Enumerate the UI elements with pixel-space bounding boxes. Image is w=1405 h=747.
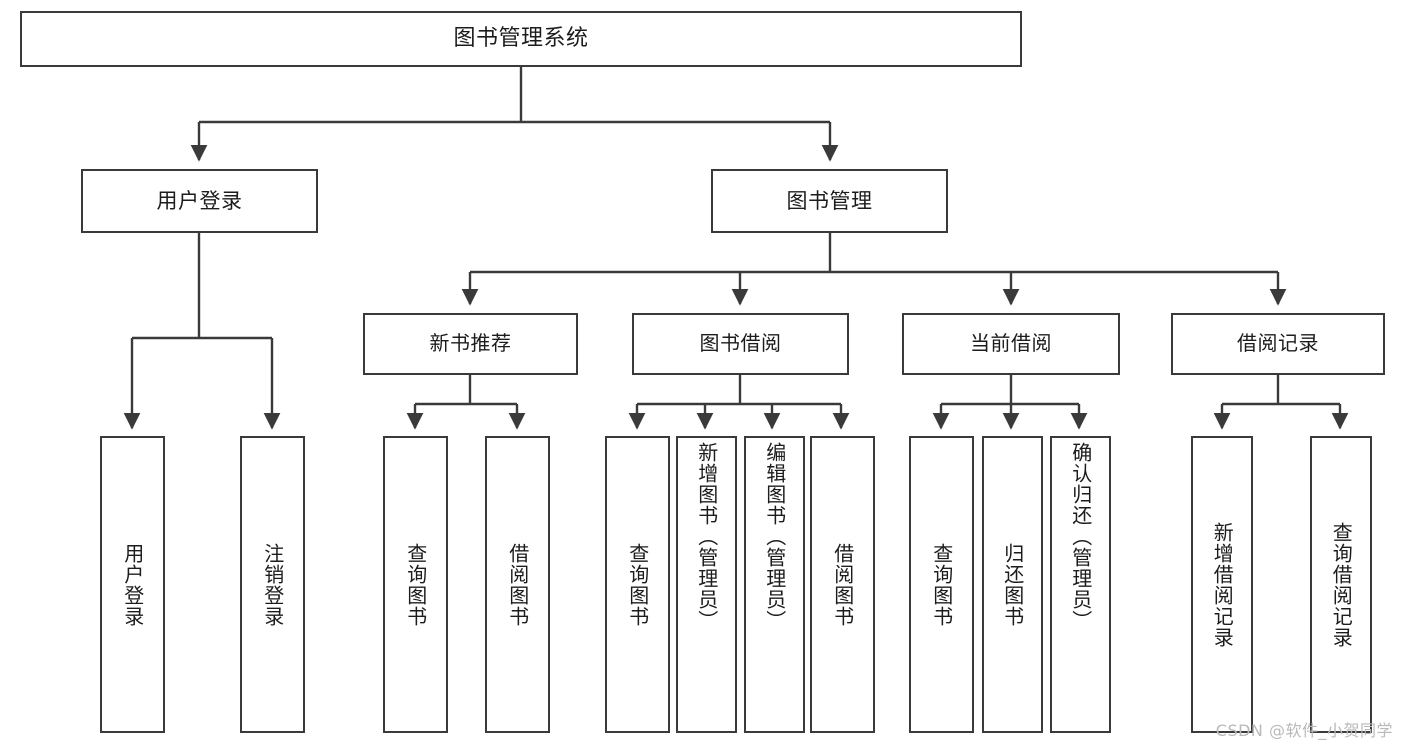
node-label: 借阅记录 [1237,331,1319,356]
node-label: 图书管理系统 [453,26,589,52]
node-user-login[interactable]: 用户登录 [81,169,318,233]
node-book-management[interactable]: 图书管理 [711,169,948,233]
node-book-borrow[interactable]: 图书借阅 [632,313,849,375]
node-leaf-confirm-return[interactable]: 确认归还（管理员） [1050,436,1111,733]
node-label: 借阅图书 [505,542,530,627]
node-label: 新增图书（管理员） [694,442,719,631]
node-leaf-user-login[interactable]: 用户登录 [100,436,165,733]
node-label: 图书管理 [786,188,873,213]
node-root-book-management-system[interactable]: 图书管理系统 [20,11,1022,67]
node-label: 图书借阅 [699,331,782,356]
node-leaf-query-borrow-record[interactable]: 查询借阅记录 [1310,436,1372,733]
node-leaf-query-book-recommend[interactable]: 查询图书 [383,436,448,733]
node-leaf-user-logout[interactable]: 注销登录 [240,436,305,733]
node-leaf-edit-book[interactable]: 编辑图书（管理员） [744,436,805,733]
node-leaf-borrow-book[interactable]: 借阅图书 [810,436,875,733]
node-label: 借阅图书 [830,542,855,627]
node-label: 新增借阅记录 [1210,521,1235,648]
node-label: 用户登录 [120,542,145,627]
node-label: 查询图书 [403,542,428,627]
node-label: 确认归还（管理员） [1068,442,1093,631]
node-leaf-add-book[interactable]: 新增图书（管理员） [676,436,737,733]
node-label: 注销登录 [260,542,285,627]
node-label: 当前借阅 [970,331,1052,356]
node-leaf-return-book[interactable]: 归还图书 [982,436,1043,733]
node-label: 新书推荐 [429,331,512,356]
node-label: 归还图书 [1000,542,1025,627]
watermark-text: CSDN @软件_小贺同学 [1215,721,1393,740]
node-leaf-add-borrow-record[interactable]: 新增借阅记录 [1191,436,1253,733]
node-label: 用户登录 [156,188,243,213]
node-label: 编辑图书（管理员） [762,442,787,631]
node-current-borrow[interactable]: 当前借阅 [902,313,1120,375]
node-label: 查询图书 [929,542,954,627]
node-leaf-query-book-borrow[interactable]: 查询图书 [605,436,670,733]
node-leaf-query-book-current[interactable]: 查询图书 [909,436,974,733]
node-new-book-recommend[interactable]: 新书推荐 [363,313,578,375]
node-leaf-borrow-book-recommend[interactable]: 借阅图书 [485,436,550,733]
node-label: 查询借阅记录 [1329,521,1354,648]
node-label: 查询图书 [625,542,650,627]
node-borrow-record[interactable]: 借阅记录 [1171,313,1385,375]
